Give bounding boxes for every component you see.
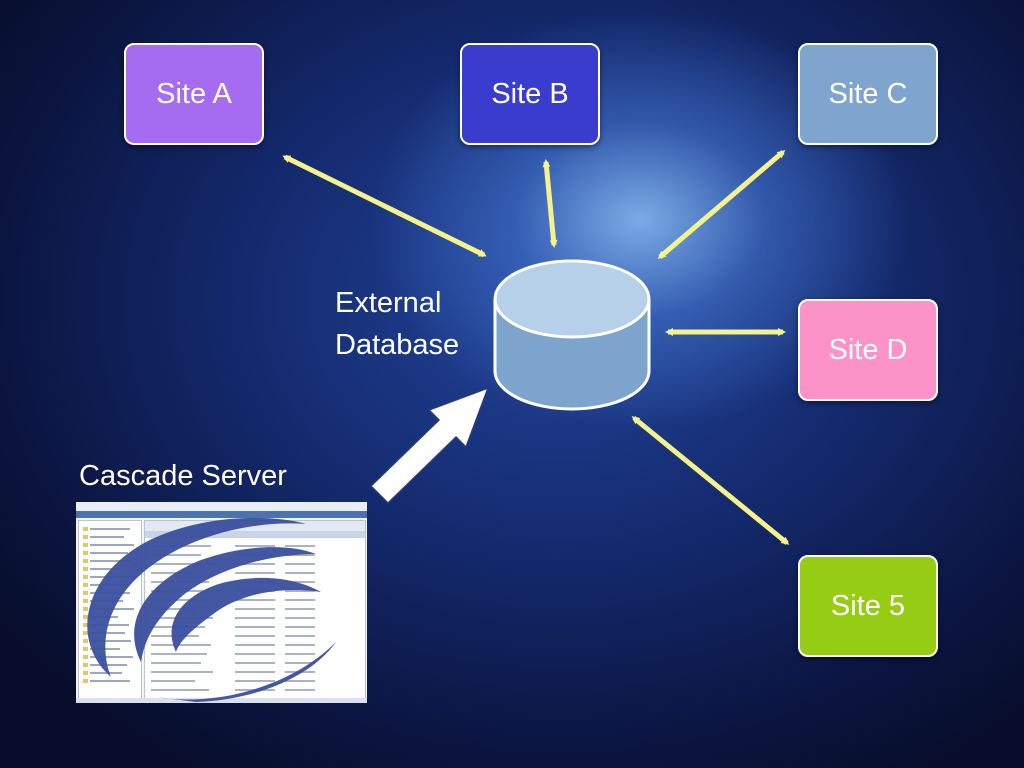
cascade-logo-icon bbox=[87, 517, 336, 702]
site-d-box: Site D bbox=[798, 299, 938, 401]
arrow-site-5-database bbox=[631, 416, 790, 545]
publish-arrow bbox=[369, 386, 490, 505]
site-5-box: Site 5 bbox=[798, 555, 938, 657]
arrow-site-c-database bbox=[657, 150, 786, 259]
arrow-site-b-database bbox=[542, 159, 558, 248]
screenshot-menubar bbox=[76, 511, 367, 518]
database-cylinder-icon bbox=[493, 259, 651, 411]
cascade-server-label: Cascade Server bbox=[79, 460, 287, 492]
database-label-line1: External bbox=[335, 287, 442, 319]
screenshot-statusbar bbox=[76, 698, 367, 703]
site-b-box: Site B bbox=[460, 43, 600, 145]
database-label: External Database bbox=[335, 282, 459, 366]
arrow-site-a-database bbox=[282, 154, 487, 258]
site-a-box: Site A bbox=[124, 43, 264, 145]
site-c-box: Site C bbox=[798, 43, 938, 145]
database-label-line2: Database bbox=[335, 329, 460, 361]
